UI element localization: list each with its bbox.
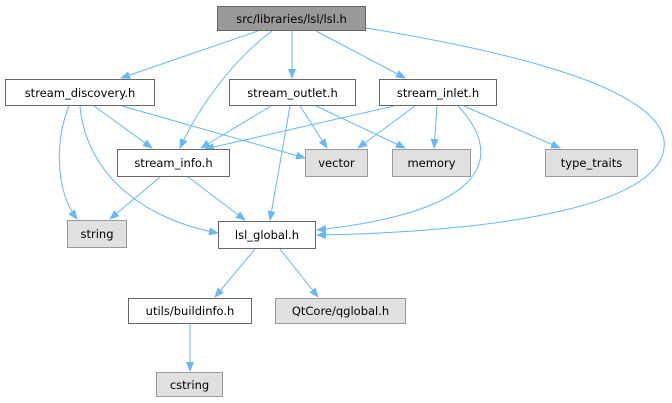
node-stream-outlet-h[interactable]: stream_outlet.h <box>229 79 356 106</box>
edge-inlet-to-global <box>316 105 482 233</box>
node-utils-buildinfo-h[interactable]: utils/buildinfo.h <box>128 298 252 324</box>
edge-inlet-to-tt <box>463 105 561 149</box>
edge-inlet-to-info <box>204 105 395 151</box>
edge-inlet-to-memory <box>430 105 439 149</box>
node-memory: memory <box>392 149 471 177</box>
node-vector: vector <box>305 149 368 177</box>
edge-main-to-disc <box>120 30 259 79</box>
node-label: src/libraries/lsl/lsl.h <box>236 11 347 26</box>
node-label: stream_discovery.h <box>24 85 136 100</box>
node-label: memory <box>407 156 456 170</box>
node-label: QtCore/qglobal.h <box>291 304 390 318</box>
edge-global-to-qt <box>279 248 319 298</box>
node-label: lsl_global.h <box>234 228 300 242</box>
node-label: string <box>80 227 114 241</box>
node-label: vector <box>318 156 355 170</box>
edge-inlet-to-vector <box>357 105 416 149</box>
node-label: stream_inlet.h <box>396 85 480 100</box>
edge-disc-to-string <box>58 105 78 220</box>
edge-main-to-info <box>179 30 273 149</box>
edge-outlet-to-memory <box>315 105 406 149</box>
node-label: type_traits <box>560 156 623 170</box>
node-label: utils/buildinfo.h <box>145 304 235 318</box>
node-label: cstring <box>169 377 210 392</box>
edge-outlet-to-global <box>267 105 291 221</box>
edge-info-to-string <box>109 176 161 220</box>
edge-disc-to-global <box>79 105 219 236</box>
node-label: stream_info.h <box>134 156 213 170</box>
node-src-libraries-lsl-lsl-h[interactable]: src/libraries/lsl/lsl.h <box>217 6 366 31</box>
node-stream-discovery-h[interactable]: stream_discovery.h <box>5 79 155 106</box>
edge-info-to-global <box>187 176 246 221</box>
node-string: string <box>67 220 127 248</box>
node-stream-info-h[interactable]: stream_info.h <box>117 149 230 177</box>
edge-outlet-to-info <box>200 105 272 149</box>
node-type-traits: type_traits <box>545 149 638 177</box>
edge-global-to-build <box>214 248 256 298</box>
edge-outlet-to-vector <box>299 105 328 149</box>
edge-disc-to-vector <box>121 105 306 160</box>
edge-disc-to-info <box>93 105 153 149</box>
node-stream-inlet-h[interactable]: stream_inlet.h <box>379 79 497 106</box>
edge-main-to-inlet <box>315 30 406 79</box>
node-lsl-global-h[interactable]: lsl_global.h <box>218 221 316 249</box>
node-label: stream_outlet.h <box>247 85 338 100</box>
node-qtcore-qglobal-h: QtCore/qglobal.h <box>275 298 406 324</box>
edge-main-to-global <box>316 27 665 239</box>
node-cstring: cstring <box>156 372 223 397</box>
